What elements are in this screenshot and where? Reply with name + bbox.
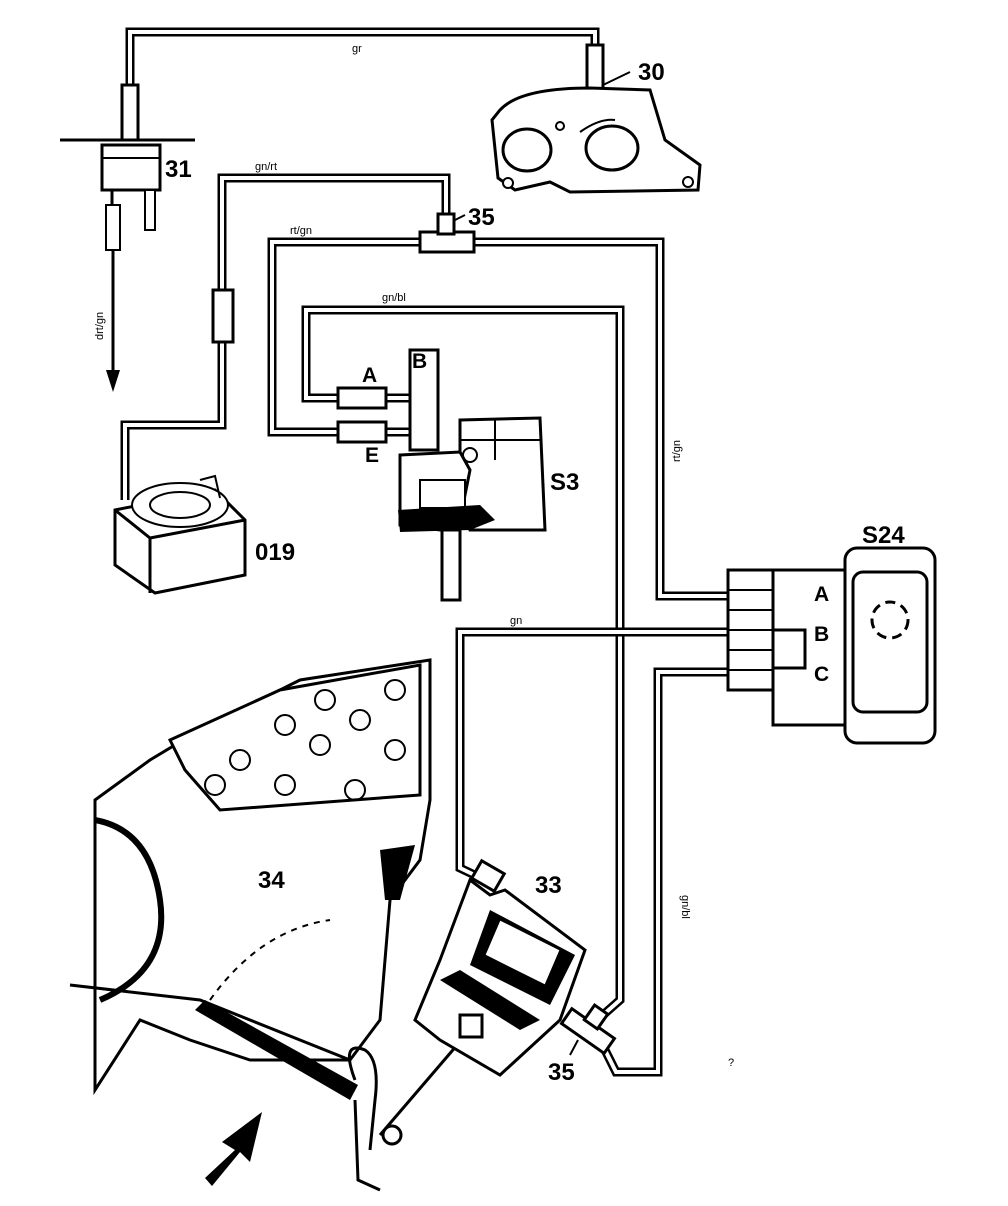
label-port-switch-b: B	[814, 623, 829, 646]
tee-35-top	[418, 212, 476, 254]
label-part-S24: S24	[862, 522, 905, 549]
direction-arrow	[205, 1112, 262, 1186]
label-part-31: 31	[165, 156, 192, 183]
label-part-35-bottom: 35	[548, 1059, 575, 1086]
hose-gr	[125, 27, 600, 85]
label-part-30: 30	[638, 59, 665, 86]
stray-mark: ?	[728, 1057, 734, 1069]
label-hose-gr: gr	[352, 43, 362, 55]
component-31	[60, 83, 195, 392]
hose-rt-gn-top	[267, 237, 420, 437]
label-port-switch-c: C	[814, 663, 829, 686]
hose-gn-bl	[301, 305, 625, 1019]
tee-35-bottom	[559, 1002, 617, 1056]
component-S24-switch	[726, 546, 937, 745]
label-port-valve-b: B	[412, 350, 427, 373]
hose-rt-gn-right	[474, 237, 728, 601]
label-hose-gn: gn	[510, 615, 522, 627]
label-part-34: 34	[258, 867, 285, 894]
label-port-switch-a: A	[814, 583, 829, 606]
label-hose-rt-gn-top: rt/gn	[290, 225, 312, 237]
label-port-valve-e: E	[365, 444, 379, 467]
label-part-019: 019	[255, 539, 295, 566]
component-33-switch-unit	[413, 858, 587, 1077]
label-part-33: 33	[535, 872, 562, 899]
label-port-valve-a: A	[362, 364, 377, 387]
label-part-35-top: 35	[468, 204, 495, 231]
hose-gn-rt	[120, 173, 451, 500]
label-part-S3: S3	[550, 469, 579, 496]
component-34	[69, 658, 472, 1192]
pedal-dimple-pattern	[204, 679, 406, 801]
label-hose-gn-bl-right: gn/bl	[679, 895, 691, 919]
label-hose-gn-rt: gn/rt	[255, 161, 277, 173]
label-hose-rt-gn-right: rt/gn	[671, 440, 683, 462]
leader-lines	[454, 71, 631, 1056]
component-30	[490, 43, 702, 194]
hose-gn-bl-lower	[600, 667, 728, 1077]
component-S3-valve	[336, 348, 547, 602]
label-hose-drt-gn: drt/gn	[94, 312, 106, 340]
inline-filter	[211, 288, 235, 344]
label-hose-gn-bl-top: gn/bl	[382, 292, 406, 304]
component-019	[113, 474, 247, 595]
